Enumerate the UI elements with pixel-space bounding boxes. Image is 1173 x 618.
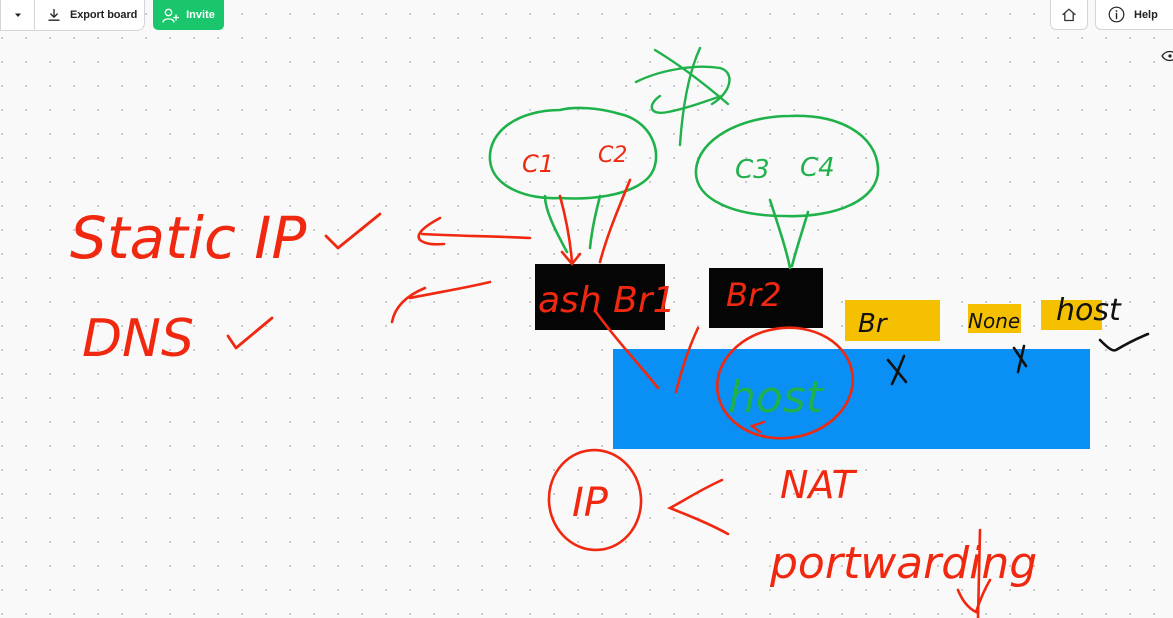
invite-button[interactable]: Invite [153, 0, 224, 30]
bridge-br2-label[interactable]: Br2 [726, 276, 781, 314]
container-c3-label[interactable]: C3 [735, 155, 770, 185]
ip-circle-label: IP [572, 480, 609, 526]
container-cloud-right[interactable] [694, 114, 880, 270]
arrow-into-host [749, 420, 766, 434]
container-cloud-left[interactable] [488, 106, 658, 254]
bridge-br1-label[interactable]: ash Br1 [538, 280, 675, 321]
board-toolbar: Export board [0, 0, 145, 31]
black-marks [886, 332, 1150, 386]
home-icon [1062, 8, 1076, 21]
chevron-down-icon [14, 13, 21, 17]
tag-host-label: host [1056, 293, 1122, 328]
invite-label: Invite [186, 9, 215, 21]
info-icon [1108, 6, 1125, 23]
board-menu-dropdown[interactable] [1, 0, 35, 30]
add-user-icon [162, 8, 180, 23]
tag-none-label: None [968, 309, 1020, 333]
host-label[interactable]: host [728, 372, 825, 423]
tag-bridge[interactable] [845, 300, 940, 341]
nat-arrow [666, 478, 992, 618]
host-highlight-circle[interactable] [710, 319, 860, 447]
help-label: Help [1134, 8, 1158, 21]
nat-note[interactable]: NAT [780, 463, 858, 507]
container-links [558, 178, 700, 394]
bridge-box-br2[interactable] [709, 268, 823, 328]
home-button[interactable] [1050, 0, 1088, 30]
export-board-button[interactable]: Export board [35, 0, 137, 30]
dns-note[interactable]: DNS [82, 309, 194, 369]
container-c1-label[interactable]: C1 [522, 150, 554, 178]
static-ip-note[interactable]: Static IP [70, 204, 306, 272]
crossed-link-scribble[interactable] [634, 46, 731, 147]
container-c2-label[interactable]: C2 [598, 143, 627, 168]
export-board-label: Export board [70, 9, 138, 21]
tag-bridge-label: Br [858, 309, 889, 339]
download-icon [48, 8, 60, 21]
tag-none[interactable] [968, 304, 1021, 333]
eye-icon[interactable] [1161, 50, 1173, 62]
help-button[interactable]: Help [1095, 0, 1173, 30]
red-arrows-left [390, 216, 532, 324]
port-forwarding-note[interactable]: portwarding [769, 538, 1037, 589]
tag-host[interactable] [1041, 300, 1102, 330]
check-marks [226, 212, 382, 350]
ip-circle[interactable] [544, 445, 646, 554]
container-c4-label[interactable]: C4 [800, 153, 835, 183]
